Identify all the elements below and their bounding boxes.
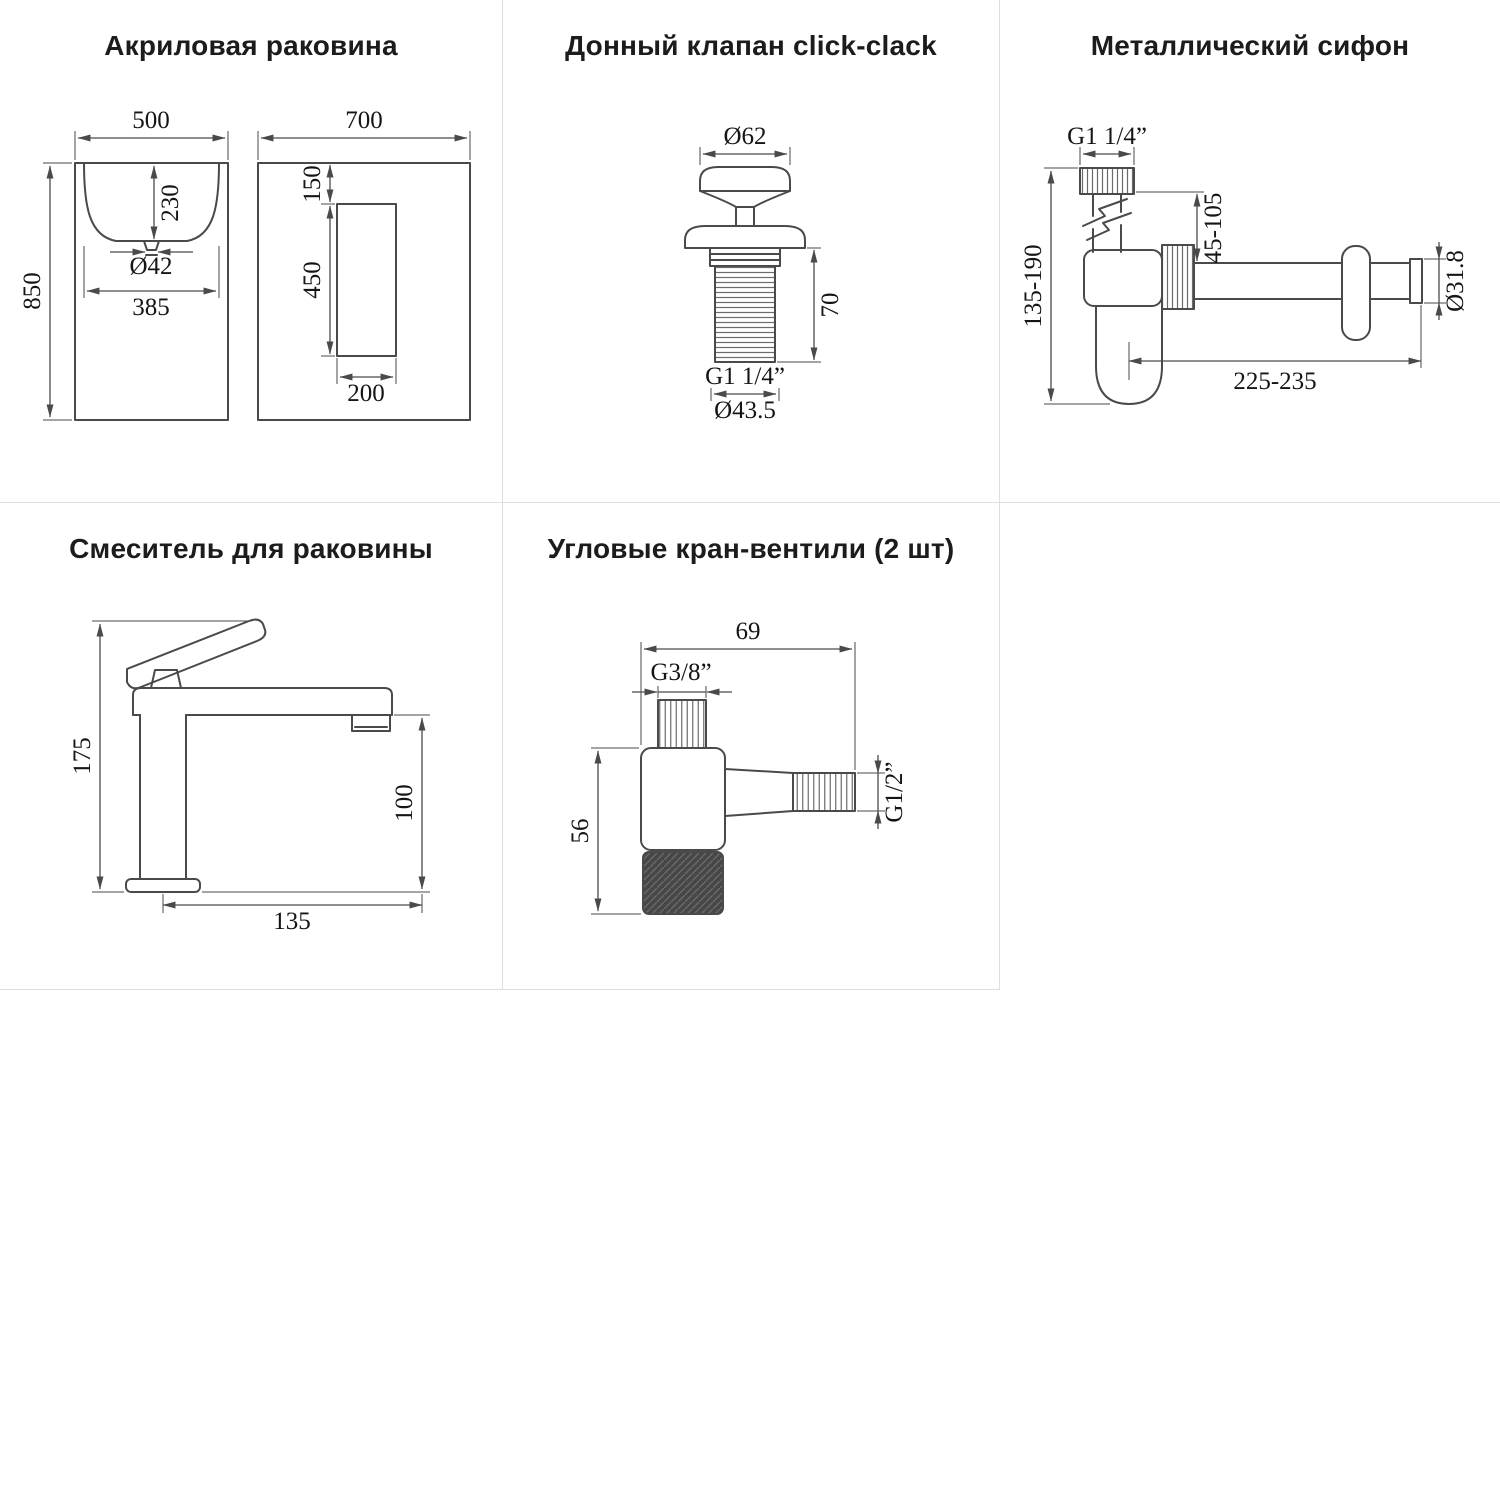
sink-front-view — [74, 162, 229, 421]
sink-drawing: 500 700 850 230 Ø42 385 150 450 200 — [19, 107, 471, 421]
dim-total-height: 175 — [69, 737, 96, 775]
panel-title-sink: Акриловая раковина — [104, 30, 398, 61]
dimension-lines — [702, 150, 818, 398]
siphon-coupling-nut — [1161, 244, 1195, 310]
mixer-drawing: 175 100 135 — [69, 618, 430, 935]
dim-outlet-thread: G1/2” — [881, 761, 908, 822]
valve-inlet-stub — [657, 699, 707, 749]
popup-valve-drawing: Ø62 70 G1 1/4” Ø43.5 — [684, 123, 844, 424]
dim-spout-height: 100 — [391, 784, 418, 822]
siphon-drawing: G1 1/4” 45-105 135-190 Ø31.8 225-235 — [1020, 123, 1469, 405]
siphon-pipe-end — [1409, 258, 1423, 304]
dim-overall-width: 500 — [132, 107, 170, 134]
mixer-body — [125, 618, 393, 893]
panel-title-angle-valves: Угловые кран-вентили (2 шт) — [547, 533, 955, 564]
dim-thread: G1 1/4” — [705, 363, 785, 390]
extension-lines — [591, 642, 885, 915]
panel-angle-valves: Угловые кран-вентили (2 шт) — [503, 503, 1000, 990]
dim-drain-diameter: Ø42 — [129, 253, 172, 280]
panel-title-siphon: Металлический сифон — [1090, 30, 1410, 61]
dim-cutout-height: 450 — [299, 261, 326, 299]
siphon-inlet-pipe — [1082, 193, 1132, 253]
dimension-lines — [96, 623, 426, 909]
valve-knurled-handle — [642, 851, 724, 915]
extension-lines — [699, 147, 821, 401]
panel-siphon: Металлический сифон — [1000, 0, 1500, 503]
dim-thread-diameter: Ø43.5 — [714, 397, 776, 424]
dimension-lines — [1047, 150, 1443, 402]
dimension-lines — [594, 645, 882, 912]
siphon-wall-flange — [1341, 245, 1371, 341]
panel-title-mixer: Смеситель для раковины — [69, 533, 433, 564]
dim-outlet-length: 225-235 — [1233, 368, 1316, 395]
dim-side-depth: 700 — [345, 107, 383, 134]
mixer-handle — [126, 618, 267, 690]
valve-threaded-body — [714, 265, 776, 363]
siphon-inlet-nut — [1079, 167, 1135, 195]
dim-cutout-width: 200 — [347, 380, 385, 407]
dim-inlet-thread: G1 1/4” — [1067, 123, 1147, 150]
dim-cutout-top-offset: 150 — [299, 165, 326, 203]
dim-body-length: 70 — [817, 293, 844, 318]
dim-spout-reach: 135 — [273, 908, 311, 935]
dim-cap-diameter: Ø62 — [723, 123, 766, 150]
extension-lines — [92, 620, 430, 913]
dim-width: 69 — [736, 618, 761, 645]
panel-sink: Акриловая раковина — [0, 0, 503, 503]
sink-side-view — [257, 162, 471, 421]
dim-height-adjust: 135-190 — [1020, 244, 1047, 327]
angle-valve-drawing: 69 G3/8” 56 G1/2” — [567, 618, 908, 915]
dim-outlet-diameter: Ø31.8 — [1442, 250, 1469, 312]
dim-overall-height: 850 — [19, 272, 46, 310]
dim-inlet-adjust: 45-105 — [1200, 193, 1227, 264]
dim-bowl-depth: 230 — [157, 184, 184, 222]
dimension-lines — [46, 134, 468, 418]
panel-popup-valve: Донный клапан click-clack — [503, 0, 1000, 503]
extension-lines — [43, 131, 471, 421]
valve-outlet-thread — [792, 772, 856, 812]
panel-title-popup-valve: Донный клапан click-clack — [565, 30, 937, 61]
dim-bowl-width: 385 — [132, 294, 170, 321]
panel-mixer: Смеситель для раковины — [0, 503, 503, 990]
valve-body — [684, 166, 806, 267]
dim-height: 56 — [567, 819, 594, 844]
valve-body — [640, 747, 794, 851]
dim-inlet-thread: G3/8” — [650, 659, 711, 686]
